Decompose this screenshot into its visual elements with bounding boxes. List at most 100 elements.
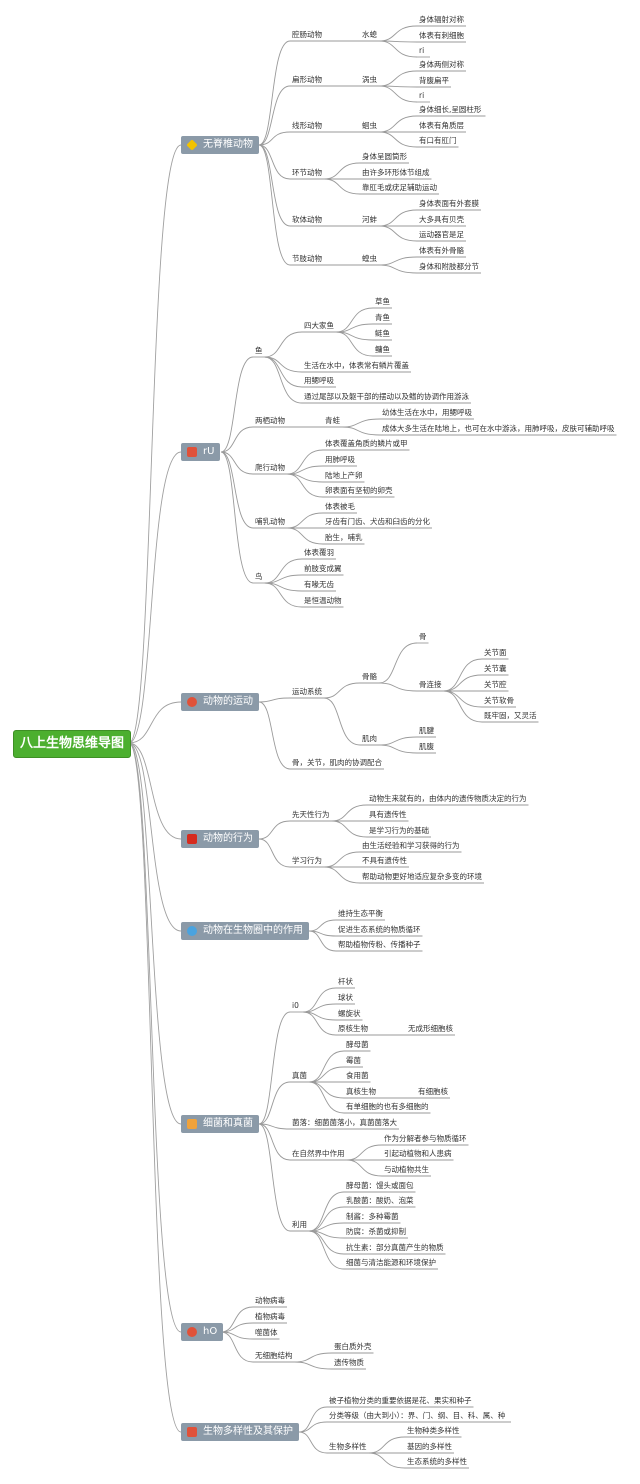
node-a3a[interactable]: 蛔虫	[362, 121, 377, 130]
category-node-4[interactable]: 动物的行为	[181, 830, 259, 848]
node-c1a2a[interactable]: 关节面	[484, 648, 507, 657]
node-f5a[interactable]: 酵母菌：馒头或面包	[346, 1181, 414, 1190]
node-d1a[interactable]: 动物生来就有的，由体内的遗传物质决定的行为	[369, 794, 527, 803]
node-b2a1[interactable]: 幼体生活在水中，用鳃呼吸	[382, 408, 472, 417]
node-a4b[interactable]: 由许多环形体节组成	[362, 168, 430, 177]
node-b3d[interactable]: 卵表面有坚韧的卵壳	[325, 486, 393, 495]
node-g1[interactable]: 动物病毒	[255, 1296, 285, 1305]
node-h3b[interactable]: 基因的多样性	[407, 1442, 452, 1451]
node-a5a[interactable]: 河蚌	[362, 215, 377, 224]
node-f2b[interactable]: 霉菌	[346, 1056, 361, 1065]
node-c1a2b[interactable]: 关节囊	[484, 664, 507, 673]
node-a6a1[interactable]: 体表有外骨骼	[419, 246, 464, 255]
node-a3[interactable]: 线形动物	[292, 121, 322, 130]
node-c1a1[interactable]: 骨	[419, 632, 427, 641]
node-b3b[interactable]: 用肺呼吸	[325, 455, 355, 464]
node-c2[interactable]: 骨，关节，肌肉的协调配合	[292, 758, 382, 767]
node-f5[interactable]: 利用	[292, 1220, 307, 1229]
node-f4a[interactable]: 作为分解者参与物质循环	[384, 1134, 467, 1143]
category-node-8[interactable]: 生物多样性及其保护	[181, 1423, 299, 1441]
node-c1b1[interactable]: 肌腱	[419, 726, 434, 735]
node-b5[interactable]: 鸟	[255, 572, 263, 581]
node-b2a2[interactable]: 成体大多生活在陆地上，也可在水中游泳，用肺呼吸，皮肤可辅助呼吸	[382, 424, 615, 433]
node-a2a3[interactable]: ri	[419, 91, 425, 100]
node-f1d[interactable]: 原核生物	[338, 1024, 368, 1033]
node-a1[interactable]: 腔肠动物	[292, 30, 322, 39]
node-a1a3[interactable]: ri	[419, 46, 425, 55]
node-a5[interactable]: 软体动物	[292, 215, 322, 224]
node-f1[interactable]: i0	[292, 1001, 299, 1010]
node-c1a[interactable]: 骨骼	[362, 672, 377, 681]
node-a5a1[interactable]: 身体表面有外套膜	[419, 199, 479, 208]
node-d1[interactable]: 先天性行为	[292, 810, 330, 819]
node-e3[interactable]: 帮助植物传粉、传播种子	[338, 940, 421, 949]
node-c1a2e[interactable]: 既牢固，又灵活	[484, 711, 537, 720]
node-a4c[interactable]: 靠肛毛或疣足辅助运动	[362, 183, 437, 192]
node-b5d[interactable]: 是恒温动物	[304, 596, 342, 605]
node-d2a[interactable]: 由生活经验和学习获得的行为	[362, 841, 460, 850]
node-b4c[interactable]: 胎生，哺乳	[325, 533, 363, 542]
node-a3a3[interactable]: 有口有肛门	[419, 136, 457, 145]
node-a3a1[interactable]: 身体细长,呈圆柱形	[419, 105, 482, 114]
node-f5e[interactable]: 抗生素：部分真菌产生的物质	[346, 1243, 444, 1252]
node-a1a2[interactable]: 体表有刺细胞	[419, 31, 464, 40]
category-node-3[interactable]: 动物的运动	[181, 693, 259, 711]
node-a3a2[interactable]: 体表有角质层	[419, 121, 464, 130]
node-a1a[interactable]: 水螅	[362, 30, 377, 39]
node-h3c[interactable]: 生态系统的多样性	[407, 1457, 467, 1466]
node-c1a2[interactable]: 骨连接	[419, 680, 442, 689]
node-f2c[interactable]: 食用菌	[346, 1071, 369, 1080]
category-node-2[interactable]: rU	[181, 443, 221, 461]
root-node[interactable]: 八上生物思维导图	[13, 730, 131, 758]
category-node-1[interactable]: 无脊椎动物	[181, 136, 259, 154]
node-f2d1[interactable]: 有细胞核	[418, 1087, 448, 1096]
node-a4[interactable]: 环节动物	[292, 168, 322, 177]
node-f2e[interactable]: 有单细胞的也有多细胞的	[346, 1102, 429, 1111]
node-d2c[interactable]: 帮助动物更好地适应复杂多变的环境	[362, 872, 482, 881]
category-node-5[interactable]: 动物在生物圈中的作用	[181, 922, 309, 940]
node-h3a[interactable]: 生物种类多样性	[407, 1426, 460, 1435]
node-b1[interactable]: 鱼	[255, 346, 263, 355]
node-g2[interactable]: 植物病毒	[255, 1312, 285, 1321]
node-b3[interactable]: 爬行动物	[255, 463, 285, 472]
node-e2[interactable]: 促进生态系统的物质循环	[338, 925, 421, 934]
category-node-6[interactable]: 细菌和真菌	[181, 1115, 259, 1133]
node-f1a[interactable]: 杆状	[338, 977, 353, 986]
node-a1a1[interactable]: 身体辐射对称	[419, 15, 464, 24]
node-b5a[interactable]: 体表覆羽	[304, 548, 334, 557]
node-f4c[interactable]: 与动植物共生	[384, 1165, 429, 1174]
node-a2a2[interactable]: 背腹扁平	[419, 76, 449, 85]
node-f5c[interactable]: 制酱：多种霉菌	[346, 1212, 399, 1221]
node-b3a[interactable]: 体表覆盖角质的鳞片或甲	[325, 439, 408, 448]
node-f5b[interactable]: 乳酸菌：酸奶、泡菜	[346, 1196, 414, 1205]
node-c1b2[interactable]: 肌腹	[419, 742, 434, 751]
node-f2[interactable]: 真菌	[292, 1071, 307, 1080]
node-a6[interactable]: 节肢动物	[292, 254, 322, 263]
node-a5a3[interactable]: 运动器官是足	[419, 230, 464, 239]
node-g4b[interactable]: 遗传物质	[334, 1358, 364, 1367]
node-b2[interactable]: 两栖动物	[255, 416, 285, 425]
node-b1a1[interactable]: 草鱼	[375, 297, 390, 306]
node-b4[interactable]: 哺乳动物	[255, 517, 285, 526]
node-g3[interactable]: 噬菌体	[255, 1328, 278, 1337]
node-f4b[interactable]: 引起动植物和人患病	[384, 1149, 452, 1158]
node-b5c[interactable]: 有喙无齿	[304, 580, 334, 589]
node-f3[interactable]: 菌落：细菌菌落小，真菌菌落大	[292, 1118, 397, 1127]
node-a5a2[interactable]: 大多具有贝壳	[419, 215, 464, 224]
node-e1[interactable]: 维持生态平衡	[338, 909, 383, 918]
node-c1b[interactable]: 肌肉	[362, 734, 377, 743]
node-c1a2c[interactable]: 关节腔	[484, 680, 507, 689]
node-c1[interactable]: 运动系统	[292, 687, 322, 696]
node-b1a[interactable]: 四大家鱼	[304, 321, 334, 330]
node-b1a3[interactable]: 鲢鱼	[375, 329, 390, 338]
node-h3[interactable]: 生物多样性	[329, 1442, 367, 1451]
node-f1c[interactable]: 螺旋状	[338, 1009, 361, 1018]
node-b1a4[interactable]: 鳙鱼	[375, 345, 390, 354]
node-b1c[interactable]: 用鳃呼吸	[304, 376, 334, 385]
node-d1b[interactable]: 具有遗传性	[369, 810, 407, 819]
node-b2a[interactable]: 青蛙	[325, 416, 340, 425]
node-b4a[interactable]: 体表被毛	[325, 502, 355, 511]
node-f2d[interactable]: 真核生物	[346, 1087, 376, 1096]
node-c1a2d[interactable]: 关节软骨	[484, 696, 514, 705]
node-a4a[interactable]: 身体呈圆筒形	[362, 152, 407, 161]
